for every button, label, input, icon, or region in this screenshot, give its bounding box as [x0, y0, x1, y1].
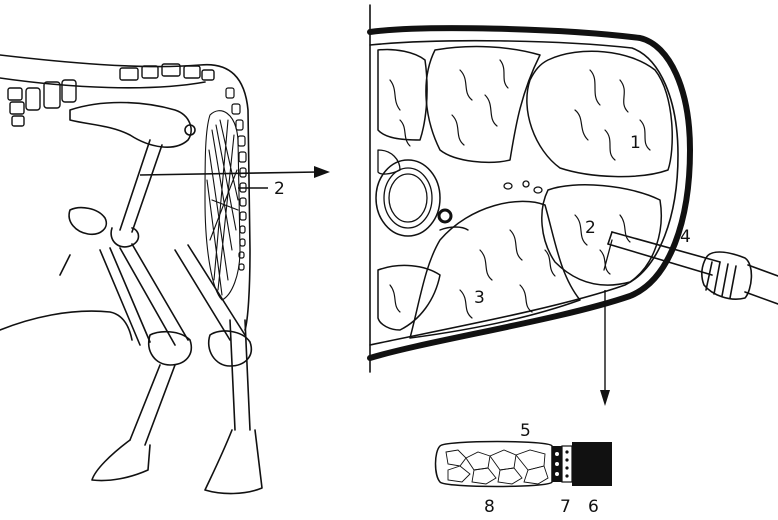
- label-sample-5: 5: [520, 421, 531, 441]
- muscle-1-outline: [527, 51, 672, 176]
- label-muscle-limb: 2: [274, 179, 285, 199]
- biopsy-sample: [436, 442, 613, 487]
- muscle-bundle: [205, 111, 240, 300]
- label-sample-6: 6: [588, 497, 599, 517]
- label-section-3: 3: [474, 288, 485, 308]
- label-sample-7: 7: [560, 497, 571, 517]
- label-sample-8: 8: [484, 497, 495, 517]
- hind-limb-skeleton-drawing: [0, 55, 262, 494]
- label-instrument: 4: [680, 227, 691, 247]
- vertebrae: [8, 64, 214, 126]
- muscle-2-outline: [542, 185, 661, 285]
- cross-section-drawing: [370, 5, 690, 372]
- label-section-1: 1: [630, 133, 641, 153]
- label-section-2: 2: [585, 218, 596, 238]
